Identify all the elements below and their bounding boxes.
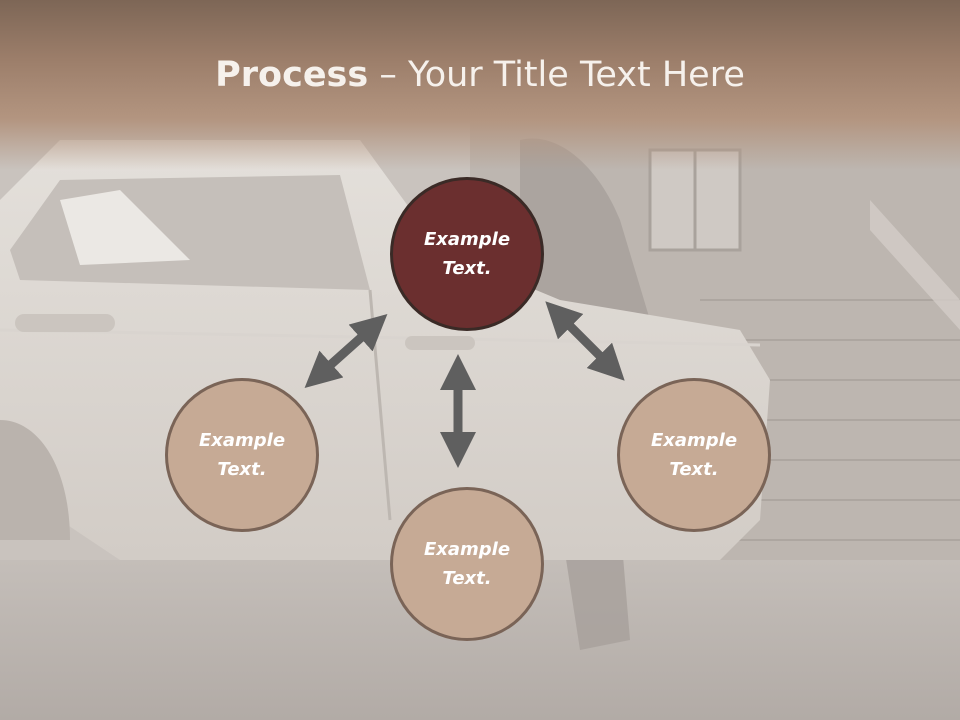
title-band — [0, 0, 960, 170]
node-top-line2: Text. — [442, 258, 492, 279]
title-rest: – Your Title Text Here — [368, 55, 745, 95]
arrow-top-right — [545, 301, 625, 381]
node-bottom-line2: Text. — [442, 568, 492, 589]
node-top: Example Text. — [390, 177, 544, 331]
arrow-top-left — [304, 314, 388, 388]
node-right: Example Text. — [617, 378, 771, 532]
node-bottom: Example Text. — [390, 487, 544, 641]
slide-title: Process – Your Title Text Here — [0, 52, 960, 98]
node-left: Example Text. — [165, 378, 319, 532]
title-bold: Process — [215, 55, 369, 95]
node-bottom-line1: Example — [423, 539, 511, 560]
node-right-line1: Example — [650, 430, 738, 451]
node-left-line1: Example — [198, 430, 286, 451]
node-top-line1: Example — [423, 229, 511, 250]
node-right-line2: Text. — [669, 459, 719, 480]
node-left-line2: Text. — [217, 459, 267, 480]
